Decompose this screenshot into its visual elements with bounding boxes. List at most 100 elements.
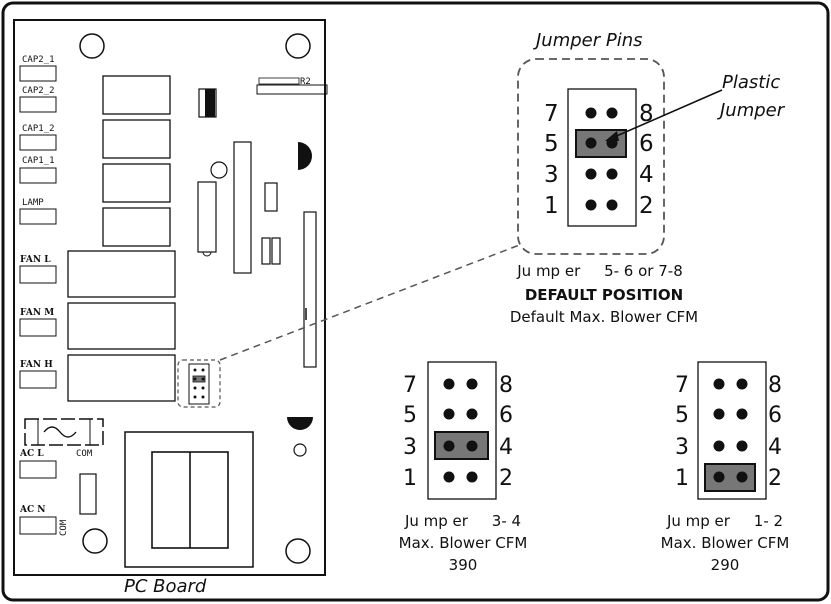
label-cap1-1: CAP1_1 [22, 156, 55, 166]
relay [102, 75, 171, 115]
plastic-jumper-label-2: Jumper [717, 100, 786, 121]
pin-label-1: 1 [403, 466, 417, 491]
pin-label-6: 6 [768, 403, 782, 428]
pin-label-4: 4 [639, 162, 654, 188]
pin-8 [606, 107, 618, 119]
top-connector-pins [258, 77, 300, 85]
pin-label-7: 7 [403, 373, 417, 398]
config-1-2-caption-line2: Max. Blower CFM [661, 534, 790, 552]
jumper-pins-title: Jumper Pins [533, 30, 643, 51]
jumper-config-1-2: 7 5 3 1 8 6 4 2 Ju mp er 1- 2 Max. Blowe… [661, 361, 790, 574]
plastic-jumper-label-1: Plastic [722, 72, 780, 93]
pin-label-5: 5 [403, 403, 417, 428]
component [264, 182, 278, 212]
plastic-jumper-arrowhead [605, 131, 619, 141]
pin-4 [736, 440, 748, 452]
fuse [24, 418, 104, 446]
config-1-2-caption-line1: Ju mp er 1- 2 [666, 512, 783, 530]
pin-label-4: 4 [768, 435, 782, 460]
pin-label-5: 5 [675, 403, 689, 428]
label-com: COM [59, 519, 69, 536]
top-connector-label: R2 [300, 77, 311, 87]
pin-label-3: 3 [675, 435, 689, 460]
jumper-header-default [567, 88, 637, 227]
ic-chip-long [233, 141, 252, 274]
pin-label-6: 6 [499, 403, 513, 428]
pin-8 [466, 378, 478, 390]
pc-board-title: PC Board [124, 576, 207, 597]
mounting-hole [79, 33, 105, 59]
pin-1 [443, 471, 455, 483]
pin-7 [713, 378, 725, 390]
pin-3 [443, 440, 455, 452]
pin-3 [585, 168, 597, 180]
mounting-hole [82, 528, 108, 554]
config-3-4-caption-line3: 390 [449, 556, 478, 574]
plastic-jumper-arrow-line [611, 89, 723, 139]
component-fill [205, 89, 215, 117]
pin-5 [713, 408, 725, 420]
default-caption-line3: Default Max. Blower CFM [510, 308, 698, 326]
terminal-ac-l [19, 460, 57, 479]
small-hole [293, 443, 307, 457]
half-circle-component [298, 142, 312, 170]
pin-7 [443, 378, 455, 390]
pin-5 [585, 137, 597, 149]
mounting-hole [285, 33, 311, 59]
pin-label-6: 6 [639, 131, 654, 157]
label-fan-h: FAN H [20, 360, 53, 370]
pin-label-1: 1 [544, 193, 559, 219]
callout-dashed-box [517, 58, 665, 255]
terminal-fan-l [19, 265, 57, 284]
pin-3 [713, 440, 725, 452]
pin-7 [585, 107, 597, 119]
pin-label-7: 7 [675, 373, 689, 398]
pin-6 [736, 408, 748, 420]
terminal-fan-m [19, 318, 57, 337]
pin-2 [606, 199, 618, 211]
terminal-ac-n [19, 516, 57, 535]
pin-4 [606, 168, 618, 180]
label-fuse-com: COM [76, 449, 93, 459]
label-ac-n: AC N [19, 505, 46, 515]
pin-1 [585, 199, 597, 211]
label-cap2-1: CAP2_1 [22, 55, 55, 65]
terminal-cap1-2 [19, 134, 57, 151]
pin-label-2: 2 [639, 193, 654, 219]
ic-notch [202, 251, 212, 257]
plastic-jumper [575, 129, 627, 158]
pin-5 [443, 408, 455, 420]
pin-label-8: 8 [499, 373, 513, 398]
pin-2 [736, 471, 748, 483]
relay [102, 119, 171, 159]
config-3-4-caption-line2: Max. Blower CFM [399, 534, 528, 552]
jumper-callout: Jumper Pins 7 5 3 1 8 6 4 2 Plastic Jump… [510, 30, 786, 326]
pin-label-2: 2 [768, 466, 782, 491]
pin-label-7: 7 [544, 101, 559, 127]
transformer [124, 431, 254, 568]
pin-label-5: 5 [544, 131, 559, 157]
jumper-config-3-4: 7 5 3 1 8 6 4 2 Ju mp er 3- 4 Max. Blowe… [399, 361, 528, 574]
fan-relay-h [67, 354, 176, 402]
relay [102, 207, 171, 247]
terminal-cap2-1 [19, 65, 57, 82]
led [210, 161, 228, 179]
pin-2 [466, 471, 478, 483]
jumper-header-1-2 [697, 361, 767, 500]
callout-leader-line [219, 243, 523, 361]
pin-4 [466, 440, 478, 452]
terminal-lamp [19, 208, 57, 225]
terminal-cap2-2 [19, 96, 57, 113]
jumper-3-4-highlight [434, 431, 489, 460]
board-jumper-header [177, 359, 221, 408]
label-cap2-2: CAP2_2 [22, 86, 55, 96]
pin-label-1: 1 [675, 466, 689, 491]
pc-board: CAP2_1 CAP2_2 CAP1_2 CAP1_1 LAMP FAN L F… [13, 19, 328, 597]
config-1-2-caption-line3: 290 [711, 556, 740, 574]
label-ac-l: AC L [19, 449, 44, 459]
pin-1 [713, 471, 725, 483]
relay [102, 163, 171, 203]
pin-6 [466, 408, 478, 420]
pin-label-8: 8 [639, 101, 654, 127]
